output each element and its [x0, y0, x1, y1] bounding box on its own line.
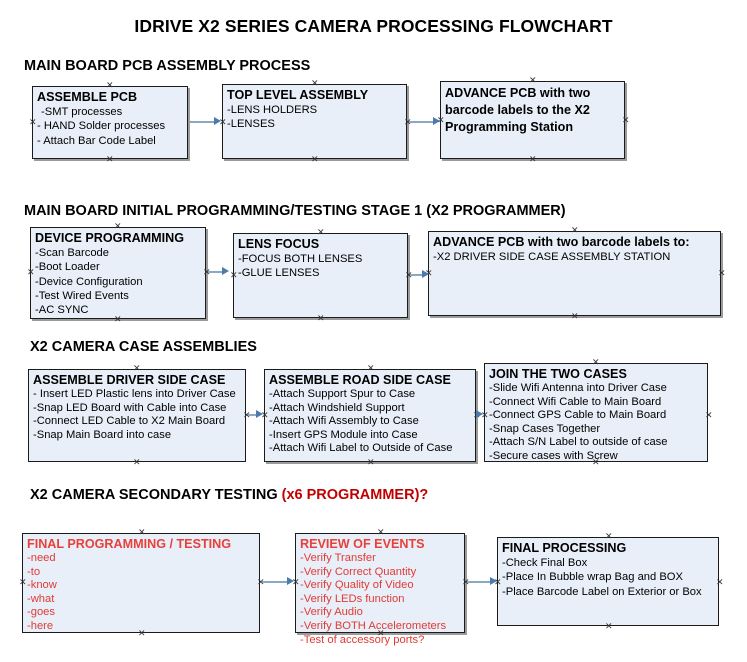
- process-box-line: -Place In Bubble wrap Bag and BOX: [502, 571, 683, 584]
- process-box-title: ASSEMBLE DRIVER SIDE CASE: [33, 373, 226, 387]
- process-box-final-programming-testing[interactable]: FINAL PROGRAMMING / TESTING -need -to -k…: [22, 533, 260, 633]
- process-box-advance-pcb-to-x2-programming-station[interactable]: ADVANCE PCB with two barcode labels to t…: [440, 81, 625, 159]
- process-box-review-of-events[interactable]: REVIEW OF EVENTS -Verify Transfer -Verif…: [295, 533, 465, 646]
- section-heading-x2-camera-case-assemblies: X2 CAMERA CASE ASSEMBLIES: [30, 339, 257, 355]
- process-box-title: FINAL PROGRAMMING / TESTING: [27, 537, 232, 551]
- process-box-line: -Attach Wifi Label to Outside of Case: [269, 442, 453, 455]
- connector-arrow-icon: [256, 410, 263, 418]
- process-box-title: REVIEW OF EVENTS: [300, 537, 425, 551]
- process-box-line: -LENS HOLDERS: [227, 104, 318, 116]
- process-box-line: -Attach Support Spur to Case: [269, 388, 416, 400]
- process-box-line: -goes: [27, 606, 55, 619]
- connector-arrow-icon: [287, 577, 294, 585]
- section-heading-text: MAIN BOARD INITIAL PROGRAMMING/TESTING S…: [24, 203, 566, 219]
- process-box-line: - Insert LED Plastic lens into Driver Ca…: [33, 388, 236, 400]
- process-box-line: -Check Final Box: [502, 557, 588, 569]
- process-box-line: -Test Wired Events: [35, 289, 129, 302]
- process-box-device-programming[interactable]: DEVICE PROGRAMMING -Scan Barcode -Boot L…: [30, 227, 206, 319]
- process-box-title: ADVANCE PCB with two barcode labels to t…: [445, 86, 591, 134]
- process-box-line: -Attach S/N Label to outside of case: [489, 436, 668, 449]
- connector-arrow-icon: [422, 270, 429, 278]
- process-box-line: -Verify BOTH Accelerometers: [300, 619, 447, 632]
- connector-arrow-icon: [490, 577, 497, 585]
- process-box-line: -Connect Wifi Cable to Main Board: [489, 395, 662, 408]
- connector-line-lens-focus-to-advance-pcb: [410, 274, 422, 276]
- process-box-assemble-road-side-case[interactable]: ASSEMBLE ROAD SIDE CASE -Attach Support …: [264, 369, 476, 462]
- process-box-line: -Secure cases with Screw: [489, 449, 618, 462]
- section-heading-main-board-pcb-assembly: MAIN BOARD PCB ASSEMBLY PROCESS: [24, 58, 310, 74]
- process-box-line: -need: [27, 552, 56, 564]
- process-box-line: -Connect GPS Cable to Main Board: [489, 409, 667, 422]
- process-box-title: DEVICE PROGRAMMING: [35, 231, 185, 245]
- process-box-line: -Verify Transfer: [300, 552, 376, 564]
- process-box-line: -to: [27, 565, 41, 578]
- process-box-line: -Device Configuration: [35, 275, 143, 288]
- process-box-line: -Verify LEDs function: [300, 592, 405, 605]
- process-box-title: FINAL PROCESSING: [502, 541, 627, 555]
- process-box-line: -Boot Loader: [35, 261, 100, 274]
- process-box-assemble-pcb[interactable]: ASSEMBLE PCB -SMT processes - HAND Solde…: [32, 86, 188, 159]
- process-box-title: ADVANCE PCB with two barcode labels to:: [433, 235, 690, 249]
- process-box-top-level-assembly[interactable]: TOP LEVEL ASSEMBLY -LENS HOLDERS -LENSES: [222, 84, 407, 159]
- process-box-line: -SMT processes: [41, 106, 123, 118]
- connector-line-device-programming-to-lens-focus: [208, 271, 222, 273]
- process-box-line: -Connect LED Cable to X2 Main Board: [33, 415, 226, 428]
- process-box-line: -here: [27, 619, 54, 632]
- process-box-line: -Snap LED Board with Cable into Case: [33, 401, 227, 414]
- section-heading-text: X2 CAMERA CASE ASSEMBLIES: [30, 339, 257, 355]
- section-heading-text: X2 CAMERA SECONDARY TESTING: [30, 487, 282, 503]
- process-box-line: -FOCUS BOTH LENSES: [238, 253, 363, 265]
- process-box-title: ASSEMBLE ROAD SIDE CASE: [269, 373, 451, 387]
- section-heading-accent: (x6 PROGRAMMER)?: [281, 487, 429, 503]
- connector-line-driver-case-to-road-case: [248, 414, 256, 416]
- connector-line-assemble-pcb-to-top-level-assembly: [190, 121, 214, 123]
- process-box-title: TOP LEVEL ASSEMBLY: [227, 88, 369, 102]
- process-box-line: -what: [27, 592, 55, 605]
- process-box-line: -AC SYNC: [35, 304, 89, 317]
- process-box-line: - HAND Solder processes: [37, 120, 166, 133]
- connector-line-review-of-events-to-final-processing: [467, 581, 490, 583]
- process-box-join-the-two-cases[interactable]: JOIN THE TWO CASES -Slide Wifi Antenna i…: [484, 363, 708, 462]
- process-box-line: - Attach Bar Code Label: [37, 134, 156, 147]
- process-box-lens-focus[interactable]: LENS FOCUS -FOCUS BOTH LENSES -GLUE LENS…: [233, 233, 408, 318]
- process-box-title: LENS FOCUS: [238, 237, 320, 251]
- process-box-advance-pcb-to-driver-side-case-assembly[interactable]: ADVANCE PCB with two barcode labels to: …: [428, 231, 721, 316]
- process-box-final-processing[interactable]: FINAL PROCESSING -Check Final Box -Place…: [497, 537, 719, 626]
- process-box-line: -Snap Main Board into case: [33, 428, 172, 441]
- process-box-line: -know: [27, 579, 57, 592]
- connector-arrow-icon: [433, 117, 440, 125]
- connector-arrow-icon: [476, 410, 483, 418]
- process-box-line: -Verify Quality of Video: [300, 579, 414, 592]
- process-box-line: -GLUE LENSES: [238, 267, 320, 280]
- process-box-line: -Verify Audio: [300, 606, 363, 619]
- process-box-assemble-driver-side-case[interactable]: ASSEMBLE DRIVER SIDE CASE - Insert LED P…: [28, 369, 246, 462]
- connector-arrow-icon: [214, 117, 221, 125]
- process-box-line: -Place Barcode Label on Exterior or Box: [502, 585, 702, 598]
- process-box-line: -X2 DRIVER SIDE CASE ASSEMBLY STATION: [433, 251, 671, 263]
- process-box-title: ASSEMBLE PCB: [37, 90, 138, 104]
- process-box-title: JOIN THE TWO CASES: [489, 367, 627, 381]
- page-title: IDRIVE X2 SERIES CAMERA PROCESSING FLOWC…: [134, 16, 613, 36]
- connector-line-final-programming-to-review-of-events: [262, 581, 287, 583]
- section-heading-text: MAIN BOARD PCB ASSEMBLY PROCESS: [24, 58, 311, 74]
- process-box-line: -Attach Wifi Assembly to Case: [269, 415, 419, 428]
- process-box-line: -Insert GPS Module into Case: [269, 428, 418, 441]
- process-box-line: -Attach Windshield Support: [269, 401, 405, 414]
- section-heading-x2-camera-secondary-testing: X2 CAMERA SECONDARY TESTING (x6 PROGRAMM…: [30, 487, 428, 503]
- process-box-line: -Slide Wifi Antenna into Driver Case: [489, 382, 667, 394]
- process-box-overflow-line: -Test of accessory ports?: [300, 634, 425, 646]
- process-box-line: -LENSES: [227, 118, 275, 131]
- connector-arrow-icon: [222, 267, 229, 275]
- process-box-line: -Scan Barcode: [35, 247, 110, 259]
- process-box-line: -Snap Cases Together: [489, 422, 601, 435]
- connector-line-top-level-assembly-to-advance-pcb: [409, 121, 433, 123]
- process-box-line: -Verify Correct Quantity: [300, 565, 417, 578]
- section-heading-main-board-initial-programming: MAIN BOARD INITIAL PROGRAMMING/TESTING S…: [24, 203, 566, 219]
